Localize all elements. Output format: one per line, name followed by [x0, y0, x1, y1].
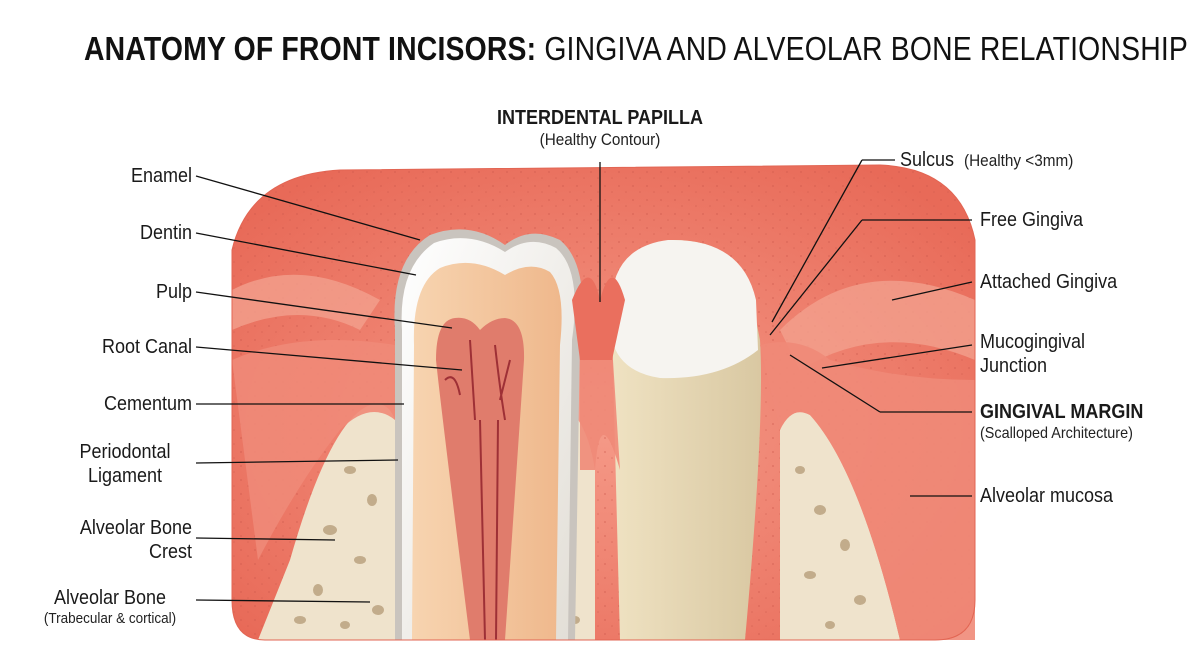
label-papilla-sub: (Healthy Contour): [539, 130, 661, 149]
label-periodontal-ligament: Periodontal Ligament: [67, 440, 184, 488]
intact-incisor: [611, 239, 761, 640]
label-mucogingival-junction: Mucogingival Junction: [980, 330, 1085, 378]
label-mucogingival-line2: Junction: [980, 355, 1048, 377]
title-bold: ANATOMY OF FRONT INCISORS:: [84, 30, 537, 67]
label-alveolar-bone-crest: Alveolar Bone Crest: [37, 516, 192, 564]
label-alveolar-bone-sub: (Trabecular & cortical): [43, 610, 177, 627]
label-free-gingiva: Free Gingiva: [980, 209, 1084, 231]
label-sulcus-sub: (Healthy <3mm): [964, 151, 1074, 170]
title-rest: GINGIVA AND ALVEOLAR BONE RELATIONSHIP: [544, 30, 1189, 67]
label-sulcus: Sulcus (Healthy <3mm): [900, 148, 1073, 173]
label-dentin: Dentin: [139, 222, 192, 244]
label-attached-gingiva: Attached Gingiva: [980, 271, 1118, 293]
sectioned-incisor: [394, 229, 583, 641]
label-periodontal-line2: Ligament: [87, 465, 163, 487]
interdental-papilla-shape: [572, 277, 625, 360]
label-periodontal-line1: Periodontal: [79, 441, 171, 463]
label-crest-line2: Crest: [148, 541, 192, 563]
label-papilla-main: INTERDENTAL PAPILLA: [496, 107, 703, 129]
leader-lines: [195, 159, 973, 603]
label-interdental-papilla: INTERDENTAL PAPILLA (Healthy Contour): [465, 106, 735, 150]
label-root-canal: Root Canal: [101, 336, 192, 358]
attached-gingiva-band: [232, 274, 380, 330]
page-title: ANATOMY OF FRONT INCISORS: GINGIVA AND A…: [84, 30, 1188, 68]
label-pulp: Pulp: [155, 281, 192, 303]
label-enamel: Enamel: [130, 165, 192, 187]
label-alveolar-bone-main: Alveolar Bone: [53, 587, 167, 609]
label-gingival-margin-main: GINGIVAL MARGIN: [980, 401, 1144, 423]
free-gingiva-cuff: [232, 340, 395, 560]
label-gingival-margin: GINGIVAL MARGIN (Scalloped Architecture): [980, 400, 1143, 444]
label-alveolar-bone: Alveolar Bone (Trabecular & cortical): [29, 586, 191, 628]
label-sulcus-main: Sulcus: [900, 149, 955, 171]
label-cementum: Cementum: [103, 393, 192, 415]
label-gingival-margin-sub: (Scalloped Architecture): [980, 425, 1133, 442]
alveolar-bone-region: [258, 404, 395, 640]
label-crest-line1: Alveolar Bone: [79, 517, 192, 539]
label-mucogingival-line1: Mucogingival: [980, 331, 1086, 353]
label-alveolar-mucosa: Alveolar mucosa: [980, 485, 1114, 507]
